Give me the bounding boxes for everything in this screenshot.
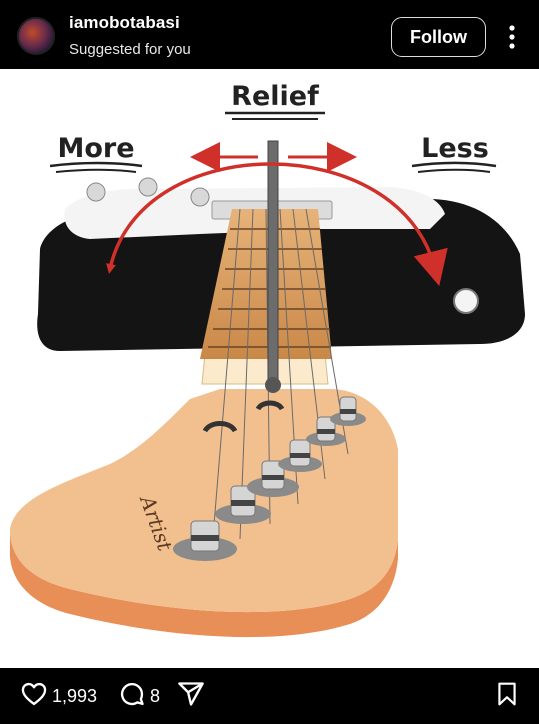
more-label: More bbox=[57, 133, 134, 164]
follow-button[interactable]: Follow bbox=[391, 17, 486, 57]
post-image[interactable]: Artist Relief More Less bbox=[0, 69, 539, 668]
like-action[interactable]: 1,993 bbox=[20, 680, 97, 713]
like-count: 1,993 bbox=[52, 686, 98, 706]
username[interactable]: iamobotabasi bbox=[69, 13, 180, 32]
more-options-icon[interactable] bbox=[500, 22, 524, 52]
bookmark-icon[interactable] bbox=[494, 680, 520, 708]
avatar[interactable] bbox=[17, 17, 55, 55]
tuning-pegs bbox=[173, 396, 366, 561]
heart-icon[interactable] bbox=[20, 680, 48, 713]
headstock-edge bbox=[9, 529, 398, 638]
suggested-label: Suggested for you bbox=[69, 41, 191, 58]
relief-label: Relief bbox=[231, 81, 319, 112]
less-label: Less bbox=[421, 133, 489, 164]
relief-arc bbox=[108, 162, 448, 286]
fretboard bbox=[200, 209, 332, 359]
comment-action[interactable]: 8 bbox=[118, 680, 160, 713]
share-icon[interactable] bbox=[176, 680, 206, 708]
action-bar: 1,993 8 bbox=[0, 668, 539, 724]
comment-count: 8 bbox=[150, 686, 161, 706]
comment-icon[interactable] bbox=[118, 680, 146, 713]
post-header: iamobotabasi Suggested for you Follow bbox=[0, 0, 539, 69]
truss-rod bbox=[267, 140, 279, 387]
